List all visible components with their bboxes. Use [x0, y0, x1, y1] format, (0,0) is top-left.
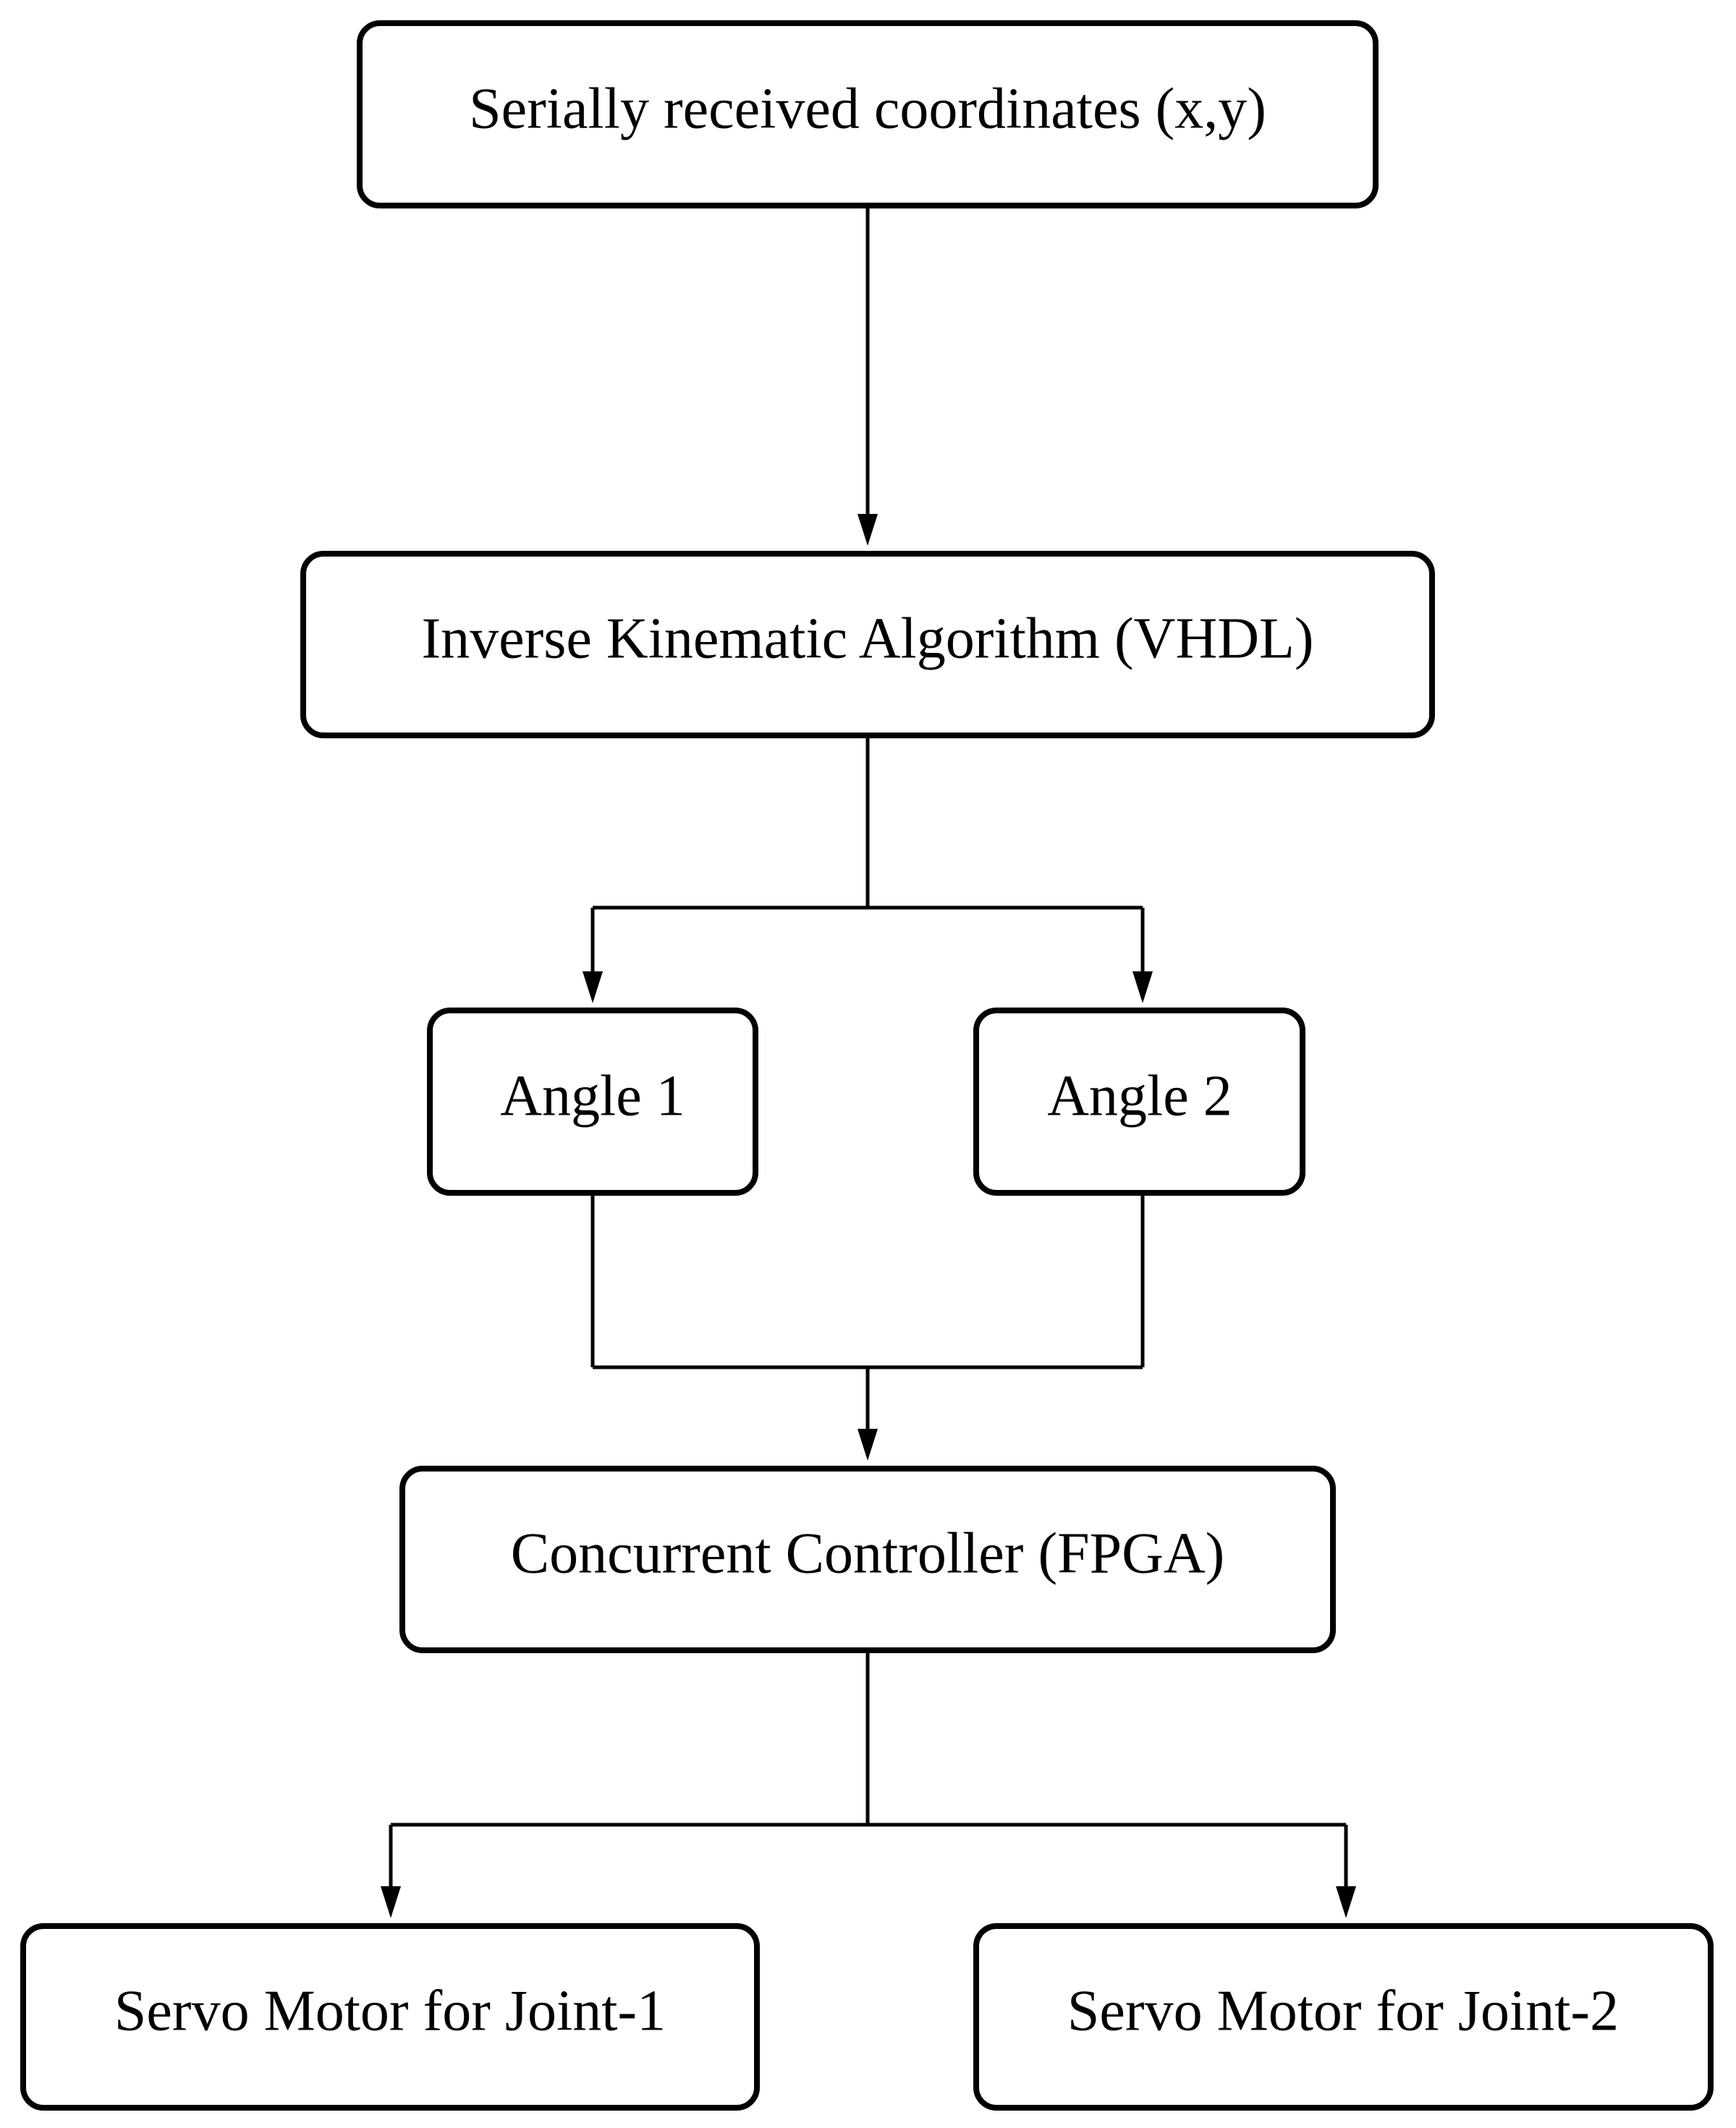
arrowhead-servo2 — [1336, 1886, 1356, 1918]
node-servo2-label: Servo Motor for Joint-2 — [1067, 1979, 1619, 2043]
arrowhead-controller — [858, 1429, 878, 1461]
node-servo2: Servo Motor for Joint-2 — [973, 1923, 1714, 2111]
node-angle1-box — [427, 1008, 758, 1196]
edges — [381, 206, 1356, 1918]
node-angle1-label: Angle 1 — [500, 1064, 685, 1128]
node-angle2-box — [973, 1008, 1305, 1196]
node-input-label: Serially received coordinates (x,y) — [469, 77, 1266, 140]
node-input: Serially received coordinates (x,y) — [357, 20, 1379, 208]
arrowhead-ik — [858, 514, 878, 546]
node-servo1-label: Servo Motor for Joint-1 — [114, 1979, 666, 2043]
node-ik: Inverse Kinematic Algorithm (VHDL) — [300, 551, 1435, 738]
node-angle2: Angle 2 — [973, 1008, 1305, 1196]
node-controller: Concurrent Controller (FPGA) — [399, 1466, 1336, 1653]
node-servo1: Servo Motor for Joint-1 — [20, 1923, 760, 2111]
node-input-box — [357, 20, 1379, 208]
arrowhead-angle2 — [1132, 971, 1153, 1003]
node-ik-box — [300, 551, 1435, 738]
node-controller-box — [399, 1466, 1336, 1653]
arrowhead-servo1 — [381, 1886, 401, 1918]
node-servo2-box — [973, 1923, 1714, 2111]
node-angle2-label: Angle 2 — [1047, 1064, 1232, 1128]
node-servo1-box — [20, 1923, 760, 2111]
node-angle1: Angle 1 — [427, 1008, 758, 1196]
node-ik-label: Inverse Kinematic Algorithm (VHDL) — [421, 607, 1313, 670]
node-controller-label: Concurrent Controller (FPGA) — [511, 1521, 1225, 1585]
arrowhead-angle1 — [583, 971, 603, 1003]
